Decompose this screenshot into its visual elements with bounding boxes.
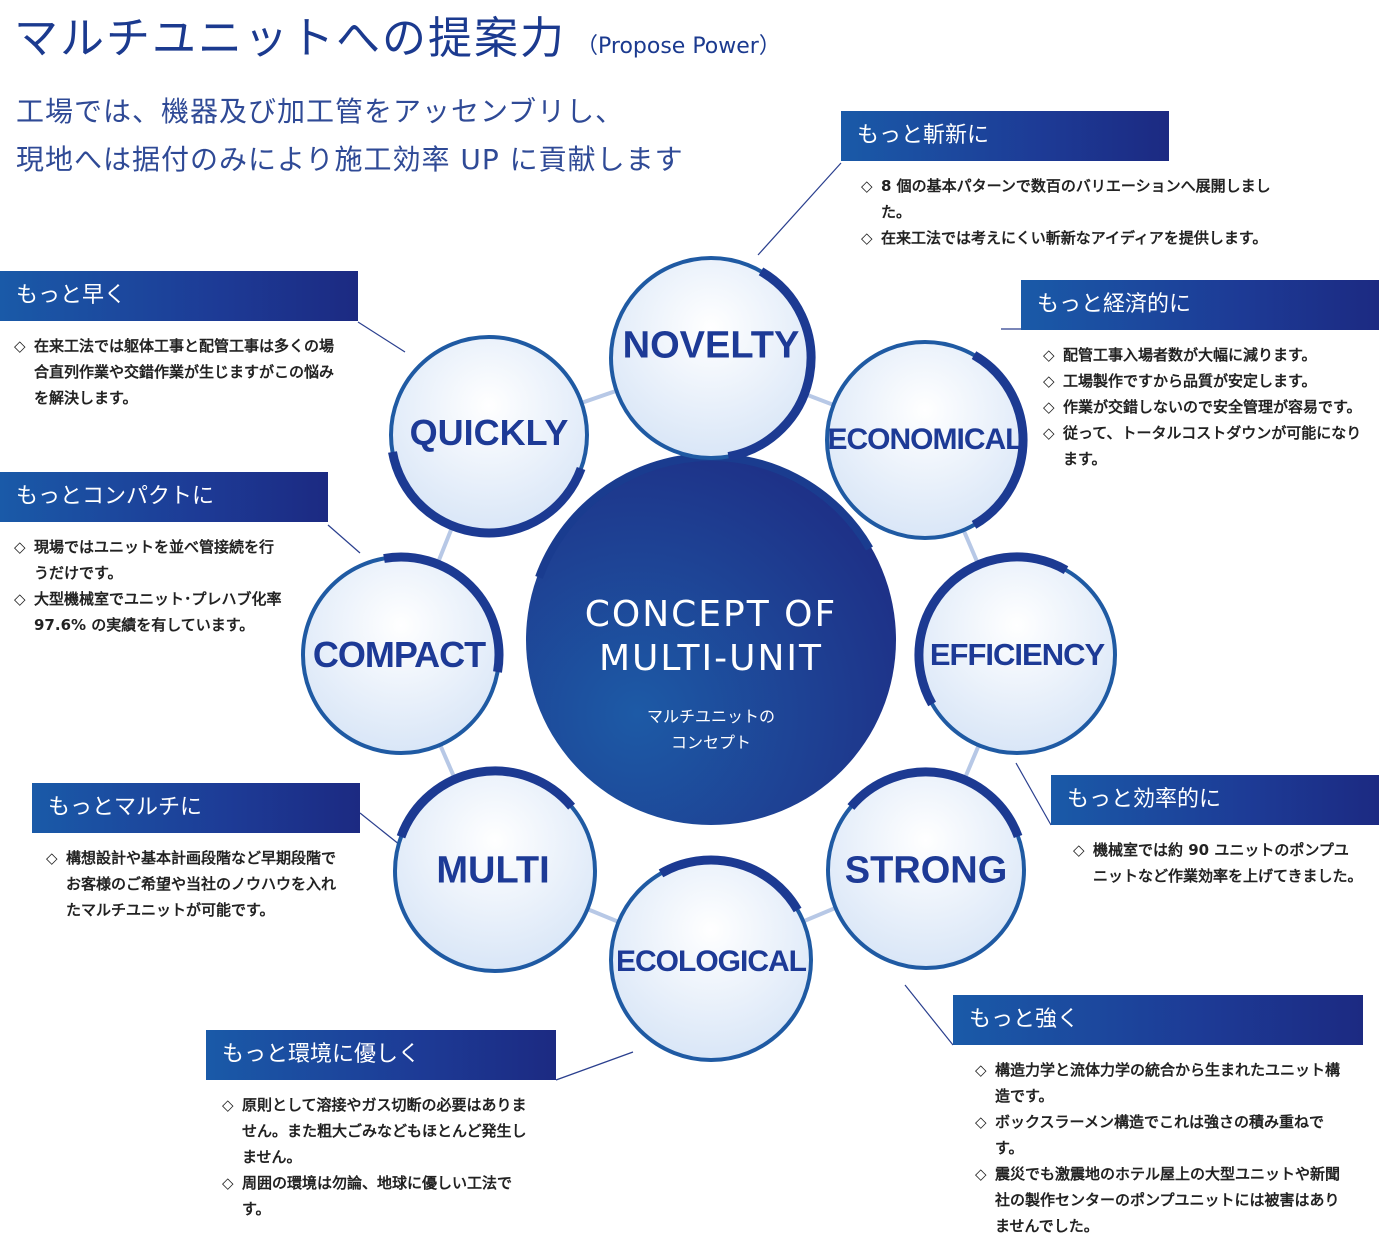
box-quickly-list: 在来工法では躯体工事と配管工事は多くの場合直列作業や交錯作業が生じますがこの悩み… — [14, 333, 344, 411]
circle-label-efficiency: EFFICIENCY — [929, 637, 1105, 672]
box-strong: もっと強く 構造力学と流体力学の統合から生まれたユニット構造です。 ボックスラー… — [953, 995, 1363, 1239]
circle-multi-accent-arc — [396, 766, 576, 839]
circle-quickly-accent-arc — [388, 451, 586, 538]
center-title-line-1: CONCEPT OF — [584, 594, 838, 635]
list-item: 大型機械室でユニット･プレハブ化率 97.6% の実績を有しています。 — [14, 586, 284, 638]
circle-label-economical: ECONOMICAL — [827, 423, 1024, 456]
box-multi-heading: もっとマルチに — [32, 783, 360, 833]
box-compact-heading: もっとコンパクトに — [0, 472, 328, 522]
list-item: 現場ではユニットを並べ管接続を行うだけです。 — [14, 534, 284, 586]
circle-ecological-accent-arc — [658, 855, 802, 913]
box-novelty-heading: もっと斬新に — [841, 111, 1169, 161]
list-item: 従って、トータルコストダウンが可能になります。 — [1043, 420, 1365, 472]
circle-strong-accent-arc — [847, 767, 1023, 839]
box-strong-list: 構造力学と流体力学の統合から生まれたユニット構造です。 ボックスラーメン構造でこ… — [975, 1057, 1347, 1239]
box-novelty-list: 8 個の基本パターンで数百のバリエーションへ展開しました。 在来工法では考えにく… — [861, 173, 1291, 251]
leader-line — [357, 321, 406, 353]
list-item: 構想設計や基本計画段階など早期段階でお客様のご希望や当社のノウハウを入れたマルチ… — [46, 845, 346, 923]
list-item: ボックスラーメン構造でこれは強さの積み重ねです。 — [975, 1109, 1347, 1161]
box-economical: もっと経済的に 配管工事入場者数が大幅に減ります。 工場製作ですから品質が安定し… — [1021, 280, 1379, 472]
list-item: 在来工法では考えにくい斬新なアイディアを提供します。 — [861, 225, 1291, 251]
lead-line-2: 現地へは据付のみにより施工効率 UP に貢献します — [16, 143, 684, 176]
center-subtitle-line-2: コンセプト — [670, 733, 752, 752]
circle-efficiency-accent-arc — [914, 552, 1069, 707]
box-ecological: もっと環境に優しく 原則として溶接やガス切断の必要はありません。また粗大ごみなど… — [206, 1030, 556, 1222]
circle-novelty-accent-arc — [727, 267, 816, 461]
box-efficiency: もっと効率的に 機械室では約 90 ユニットのポンプユニットなど作業効率を上げて… — [1051, 775, 1379, 889]
box-economical-heading: もっと経済的に — [1021, 280, 1379, 330]
box-efficiency-list: 機械室では約 90 ユニットのポンプユニットなど作業効率を上げてきました。 — [1073, 837, 1363, 889]
circle-label-strong: STRONG — [844, 849, 1008, 892]
box-novelty: もっと斬新に 8 個の基本パターンで数百のバリエーションへ展開しました。 在来工… — [841, 111, 1271, 251]
circle-label-ecological: ECOLOGICAL — [616, 945, 807, 978]
box-ecological-list: 原則として溶接やガス切断の必要はありません。また粗大ごみなどもほとんど発生しませ… — [222, 1092, 540, 1222]
leader-line — [757, 162, 842, 256]
list-item: 震災でも激震地のホテル屋上の大型ユニットや新聞社の製作センターのポンプユニットに… — [975, 1161, 1347, 1239]
circles-layer — [301, 256, 1117, 1062]
center-circle — [526, 455, 896, 825]
leader-line — [327, 524, 361, 554]
box-multi-list: 構想設計や基本計画段階など早期段階でお客様のご希望や当社のノウハウを入れたマルチ… — [46, 845, 346, 923]
list-item: 作業が交錯しないので安全管理が容易です。 — [1043, 394, 1365, 420]
circle-label-quickly: QUICKLY — [409, 412, 569, 453]
circle-label-novelty: NOVELTY — [622, 324, 800, 367]
list-item: 配管工事入場者数が大幅に減ります。 — [1043, 342, 1365, 368]
leader-line — [555, 1051, 634, 1081]
list-item: 原則として溶接やガス切断の必要はありません。また粗大ごみなどもほとんど発生しませ… — [222, 1092, 540, 1170]
box-economical-list: 配管工事入場者数が大幅に減ります。 工場製作ですから品質が安定します。 作業が交… — [1043, 342, 1365, 472]
box-compact-list: 現場ではユニットを並べ管接続を行うだけです。 大型機械室でユニット･プレハブ化率… — [14, 534, 284, 638]
center-title-line-2: MULTI-UNIT — [598, 638, 823, 679]
box-ecological-heading: もっと環境に優しく — [206, 1030, 556, 1080]
center-subtitle-line-1: マルチユニットの — [646, 707, 776, 726]
circle-label-multi: MULTI — [436, 849, 550, 892]
leader-line — [359, 812, 401, 846]
list-item: 8 個の基本パターンで数百のバリエーションへ展開しました。 — [861, 173, 1291, 225]
box-multi: もっとマルチに 構想設計や基本計画段階など早期段階でお客様のご希望や当社のノウハ… — [32, 783, 360, 923]
leader-line — [904, 984, 954, 1046]
leader-line — [1015, 762, 1052, 826]
center-title: CONCEPT OF MULTI-UNIT — [585, 593, 837, 681]
circle-label-compact: COMPACT — [312, 634, 486, 675]
box-quickly-heading: もっと早く — [0, 271, 358, 321]
box-compact: もっとコンパクトに 現場ではユニットを並べ管接続を行うだけです。 大型機械室でユ… — [0, 472, 328, 638]
box-efficiency-heading: もっと効率的に — [1051, 775, 1379, 825]
title-jp: マルチユニットへの提案力 — [14, 13, 566, 64]
list-item: 周囲の環境は勿論、地球に優しい工法です。 — [222, 1170, 540, 1222]
list-item: 在来工法では躯体工事と配管工事は多くの場合直列作業や交錯作業が生じますがこの悩み… — [14, 333, 344, 411]
circle-compact-accent-arc — [383, 552, 504, 673]
box-quickly: もっと早く 在来工法では躯体工事と配管工事は多くの場合直列作業や交錯作業が生じま… — [0, 271, 358, 411]
center-subtitle: マルチユニットの コンセプト — [647, 704, 775, 756]
lead-line-1: 工場では、機器及び加工管をアッセンブリし、 — [16, 95, 625, 128]
list-item: 構造力学と流体力学の統合から生まれたユニット構造です。 — [975, 1057, 1347, 1109]
box-strong-heading: もっと強く — [953, 995, 1363, 1045]
title-en: （Propose Power） — [576, 34, 781, 59]
page-title: マルチユニットへの提案力 （Propose Power） — [14, 2, 781, 66]
connector-lines — [327, 162, 1052, 1081]
circle-economical-accent-arc — [971, 351, 1028, 529]
list-item: 工場製作ですから品質が安定します。 — [1043, 368, 1365, 394]
list-item: 機械室では約 90 ユニットのポンプユニットなど作業効率を上げてきました。 — [1073, 837, 1363, 889]
